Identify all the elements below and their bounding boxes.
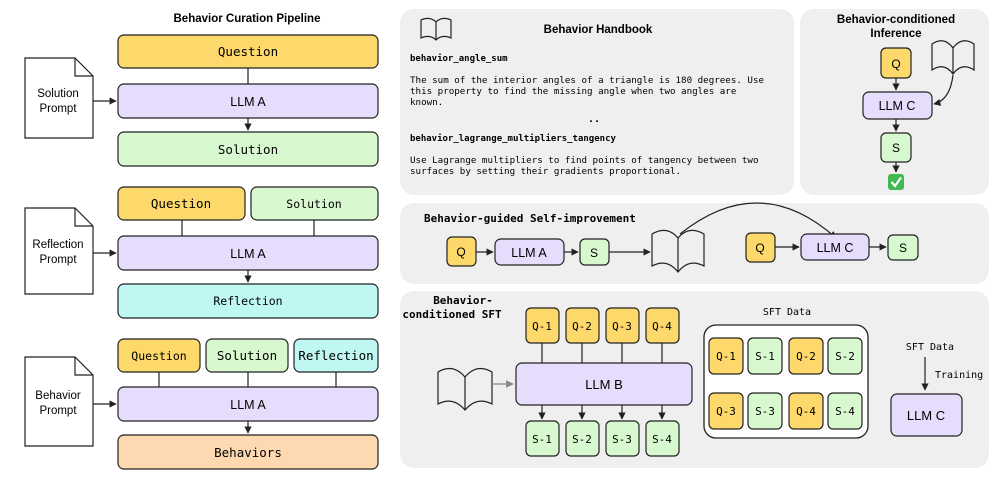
svg-text:S: S (899, 241, 907, 255)
sft-data-container (703, 324, 869, 439)
svg-text:Solution: Solution (218, 142, 278, 157)
si-book-icon (651, 229, 705, 273)
svg-text:Question: Question (218, 44, 278, 59)
stage2-solution-box: Solution (250, 186, 379, 221)
stage2-prompt-doc: Reflection Prompt (24, 207, 94, 295)
stage2-prompt-line1: Reflection (32, 239, 83, 251)
svg-text:S-3: S-3 (612, 433, 632, 446)
svg-text:Solution: Solution (217, 348, 277, 363)
handbook-entry1-line1: The sum of the interior angles of a tria… (410, 75, 764, 86)
sft-data-title: SFT Data (763, 307, 811, 318)
svg-text:S-1: S-1 (532, 433, 552, 446)
check-icon (888, 174, 904, 190)
training-label: Training (935, 370, 983, 381)
stage1-prompt-doc: Solution Prompt (24, 57, 94, 139)
svg-text:S: S (892, 141, 900, 155)
sft-book-icon (437, 367, 493, 411)
handbook-entry2-line1: Use Lagrange multipliers to find points … (410, 155, 758, 166)
svg-text:Question: Question (131, 349, 186, 363)
stage2-llm-box: LLM A (117, 235, 379, 271)
svg-text:Q-3: Q-3 (612, 320, 632, 333)
stage3-prompt-line1: Behavior (35, 390, 81, 402)
si-llm1-box: LLM A (494, 238, 565, 266)
svg-text:Question: Question (151, 196, 211, 211)
handbook-entry1-line2: this property to find the missing angle … (410, 86, 736, 97)
svg-text:Q-3: Q-3 (716, 405, 736, 418)
svg-text:LLM A: LLM A (230, 398, 266, 412)
svg-text:Reflection: Reflection (298, 348, 373, 363)
svg-text:Q-2: Q-2 (572, 320, 592, 333)
stage1-question-box: Question (117, 34, 379, 69)
stage3-behaviors-box: Behaviors (117, 434, 379, 470)
sft-data-pairs: Q-1 S-1 Q-2 S-2 Q-3 S-3 Q-4 S-4 (708, 337, 863, 430)
inference-book-icon (931, 40, 975, 75)
stage3-prompt-line2: Prompt (39, 405, 77, 417)
handbook-panel (400, 9, 794, 195)
svg-text:S-2: S-2 (835, 350, 855, 363)
svg-text:Q: Q (456, 245, 465, 259)
stage1-prompt-line1: Solution (37, 88, 79, 100)
stage3-question-box: Question (117, 338, 201, 373)
stage3-solution-box: Solution (205, 338, 289, 373)
sft-llm-box: LLM B (515, 362, 693, 406)
si-q1-box: Q (446, 236, 477, 267)
svg-text:S-4: S-4 (835, 405, 855, 418)
stage1-prompt-line2: Prompt (39, 103, 77, 115)
inference-title-line1: Behavior-conditioned (837, 14, 955, 26)
svg-text:LLM B: LLM B (585, 377, 623, 392)
svg-text:Q: Q (755, 241, 764, 255)
si-llm2-box: LLM C (800, 233, 870, 261)
svg-text:LLM A: LLM A (230, 95, 266, 109)
inference-s-box: S (880, 132, 912, 163)
stage2-reflection-box: Reflection (117, 283, 379, 319)
svg-text:LLM C: LLM C (817, 241, 854, 255)
svg-text:S-2: S-2 (572, 433, 592, 446)
sft-solution-boxes: S-1 S-2 S-3 S-4 (525, 420, 680, 457)
handbook-title: Behavior Handbook (544, 24, 653, 36)
svg-text:LLM C: LLM C (879, 99, 916, 113)
stage3-reflection-box: Reflection (293, 338, 379, 373)
svg-text:Q-4: Q-4 (652, 320, 672, 333)
sft-title-line2: conditioned SFT (402, 308, 502, 321)
svg-text:Q-4: Q-4 (796, 405, 816, 418)
svg-text:Q-1: Q-1 (716, 350, 736, 363)
inference-title-line2: Inference (870, 28, 921, 40)
svg-text:LLM A: LLM A (511, 246, 547, 260)
svg-text:LLM C: LLM C (907, 408, 945, 423)
svg-text:Solution: Solution (286, 197, 341, 211)
si-q2-box: Q (745, 232, 776, 263)
train-output-box: LLM C (890, 393, 963, 437)
svg-text:Q-2: Q-2 (796, 350, 816, 363)
svg-text:Reflection: Reflection (213, 294, 282, 308)
handbook-entry2-name: behavior_lagrange_multipliers_tangency (410, 133, 616, 144)
train-input-label: SFT Data (906, 342, 954, 353)
pipeline-title: Behavior Curation Pipeline (174, 13, 321, 25)
book-icon (420, 17, 452, 41)
si-s2-box: S (887, 234, 919, 261)
stage3-prompt-doc: Behavior Prompt (24, 356, 94, 447)
handbook-entry2-line2: surfaces by setting their gradients prop… (410, 166, 681, 177)
handbook-entry1-line3: known. (410, 97, 443, 108)
stage2-question-box: Question (117, 186, 246, 221)
handbook-entry1-name: behavior_angle_sum (410, 53, 508, 64)
handbook-ellipsis: .. (588, 114, 600, 125)
inference-q-box: Q (880, 47, 912, 79)
inference-llm-box: LLM C (862, 91, 933, 120)
svg-text:Q-1: Q-1 (532, 320, 552, 333)
si-s1-box: S (579, 238, 610, 266)
stage2-prompt-line2: Prompt (39, 254, 77, 266)
svg-text:LLM A: LLM A (230, 247, 266, 261)
stage1-solution-box: Solution (117, 131, 379, 167)
svg-text:S-1: S-1 (755, 350, 775, 363)
svg-text:S-3: S-3 (755, 405, 775, 418)
svg-text:S-4: S-4 (652, 433, 672, 446)
svg-text:S: S (590, 246, 598, 260)
svg-text:Behaviors: Behaviors (214, 445, 282, 460)
stage1-llm-box: LLM A (117, 83, 379, 119)
svg-text:Q: Q (891, 57, 900, 71)
stage3-llm-box: LLM A (117, 386, 379, 422)
self-improvement-title: Behavior-guided Self-improvement (424, 212, 636, 225)
sft-title-line1: Behavior- (433, 294, 493, 307)
